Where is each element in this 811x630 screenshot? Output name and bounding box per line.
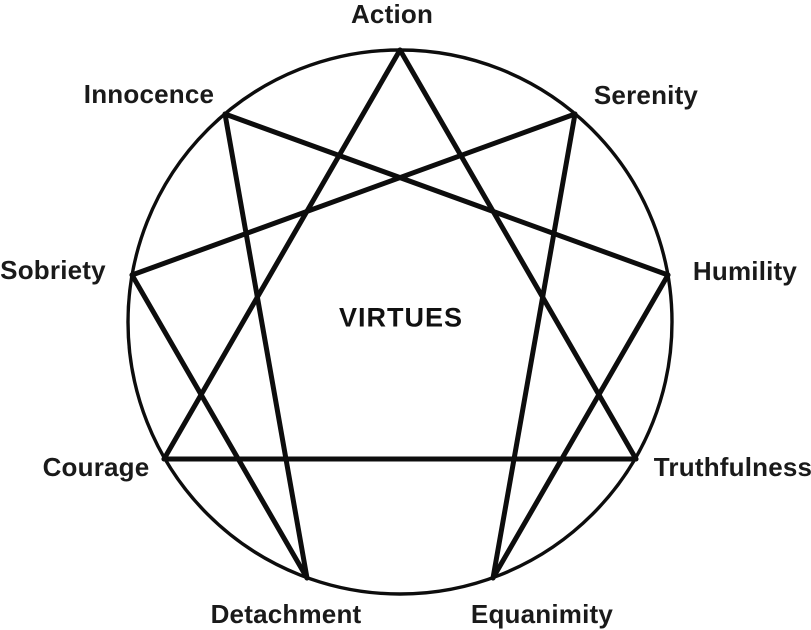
vertex-label-detachment: Detachment <box>210 599 362 629</box>
vertex-label-action: Action <box>350 0 434 29</box>
vertex-label-innocence: Innocence <box>83 79 215 109</box>
connection-line-equanimity-humility <box>490 272 671 581</box>
connection-line-courage-action <box>161 47 403 462</box>
vertex-label-humility: Humility <box>692 256 798 286</box>
connection-line-humility-innocence <box>222 111 671 278</box>
connection-line-innocence-detachment <box>222 111 310 581</box>
vertex-label-sobriety: Sobriety <box>0 255 106 285</box>
enneagram-lines <box>126 47 674 596</box>
connection-line-sobriety-serenity <box>129 111 578 278</box>
vertex-label-courage: Courage <box>42 452 150 482</box>
center-title: VIRTUES <box>338 302 464 333</box>
vertex-label-equanimity: Equanimity <box>470 599 614 629</box>
connection-line-detachment-sobriety <box>129 272 310 581</box>
vertex-label-serenity: Serenity <box>593 80 699 110</box>
connection-line-action-truthfulness <box>397 47 639 462</box>
vertex-label-truthfulness: Truthfulness <box>653 452 811 482</box>
connection-line-serenity-equanimity <box>490 111 578 581</box>
